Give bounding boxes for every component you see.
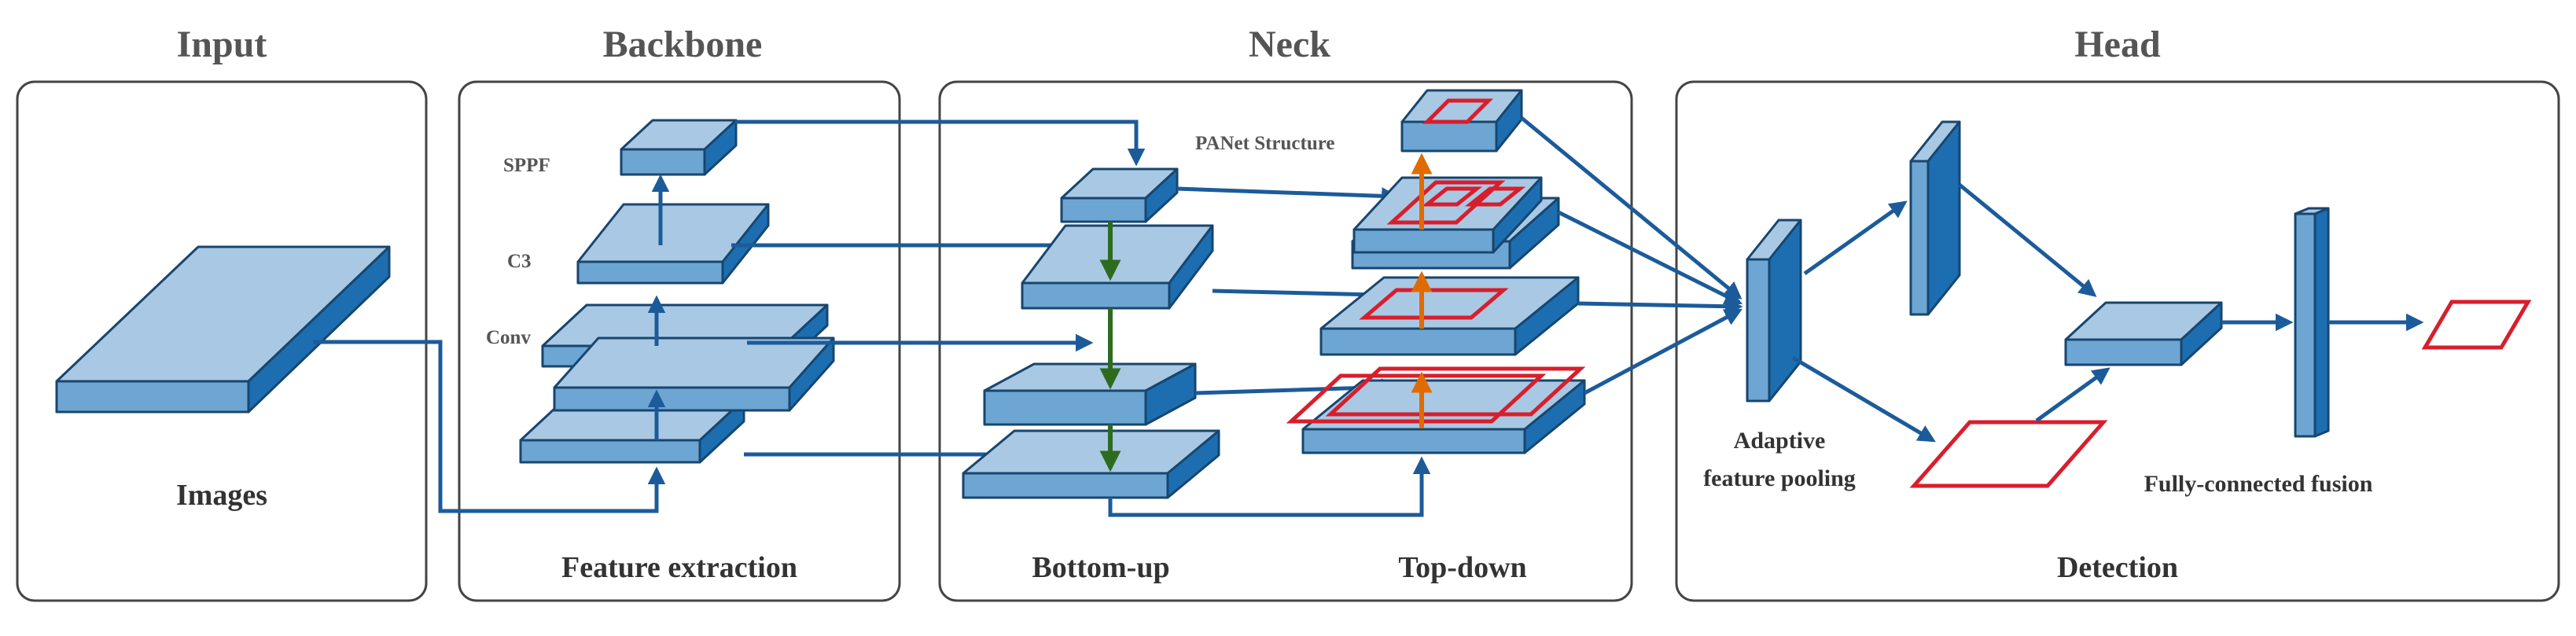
adaptive-pooling-label-line2: feature pooling bbox=[1703, 465, 1856, 491]
head-output-red-box bbox=[2421, 300, 2532, 350]
pool-to-tall-arrow bbox=[1803, 200, 1908, 276]
pool-to-proposal-arrow bbox=[1791, 355, 1936, 443]
neck-bottom-loop-connector bbox=[1108, 456, 1431, 517]
neck-bottomup-block-4 bbox=[962, 429, 1220, 499]
panet-structure-label: PANet Structure bbox=[1195, 133, 1335, 154]
neck-bottomup-block-3 bbox=[983, 362, 1197, 426]
c3-label: C3 bbox=[507, 251, 532, 272]
neck-topdown-block-1 bbox=[1352, 176, 1543, 254]
head-title: Head bbox=[2074, 24, 2161, 65]
adaptive-pooling-label-line1: Adaptive bbox=[1734, 428, 1826, 454]
head-caption: Detection bbox=[2057, 551, 2178, 584]
proposal-to-fusion-arrow bbox=[2035, 367, 2110, 423]
sppf-label: SPPF bbox=[503, 155, 550, 176]
fully-connected-fusion-label: Fully-connected fusion bbox=[2144, 471, 2373, 497]
sppf-to-neck-connector bbox=[735, 119, 1146, 167]
backbone-block-c3 bbox=[576, 203, 770, 285]
top-down-caption: Top-down bbox=[1398, 551, 1526, 584]
backbone-block-3 bbox=[553, 336, 835, 412]
neck-to-head-arrow-3 bbox=[1577, 297, 1743, 315]
head-fc-block bbox=[2294, 207, 2330, 438]
bottom-up-caption: Bottom-up bbox=[1032, 551, 1169, 584]
neck-to-head-arrow-2 bbox=[1557, 210, 1743, 305]
neck-to-head-arrow-4 bbox=[1583, 308, 1742, 395]
neck-title: Neck bbox=[1249, 24, 1330, 65]
backbone-block-sppf bbox=[620, 119, 738, 176]
neck-cross-connector-1 bbox=[1176, 186, 1400, 205]
input-caption: Images bbox=[176, 479, 267, 512]
head-fusion-block bbox=[2064, 301, 2223, 366]
neck-topdown-block-top bbox=[1400, 89, 1523, 153]
neck-topdown-block-4 bbox=[1286, 366, 1586, 454]
neck-bottomup-block-1 bbox=[1060, 167, 1179, 223]
conv-label: Conv bbox=[486, 327, 531, 348]
head-proposal-red-box bbox=[1909, 420, 2108, 488]
backbone-title: Backbone bbox=[603, 24, 763, 65]
input-title: Input bbox=[177, 24, 267, 65]
neck-bottomup-block-2 bbox=[1021, 224, 1214, 310]
tall-to-fusion-arrow bbox=[1958, 183, 2097, 297]
adaptive-pooling-block bbox=[1746, 219, 1802, 403]
input-image-block bbox=[55, 245, 391, 414]
neck-to-head-arrow-1 bbox=[1520, 116, 1742, 300]
input-to-backbone-connector bbox=[313, 340, 666, 513]
head-feature-block-tall bbox=[1909, 120, 1961, 316]
neck-topdown-block-3 bbox=[1319, 276, 1580, 356]
backbone-caption: Feature extraction bbox=[561, 551, 797, 584]
